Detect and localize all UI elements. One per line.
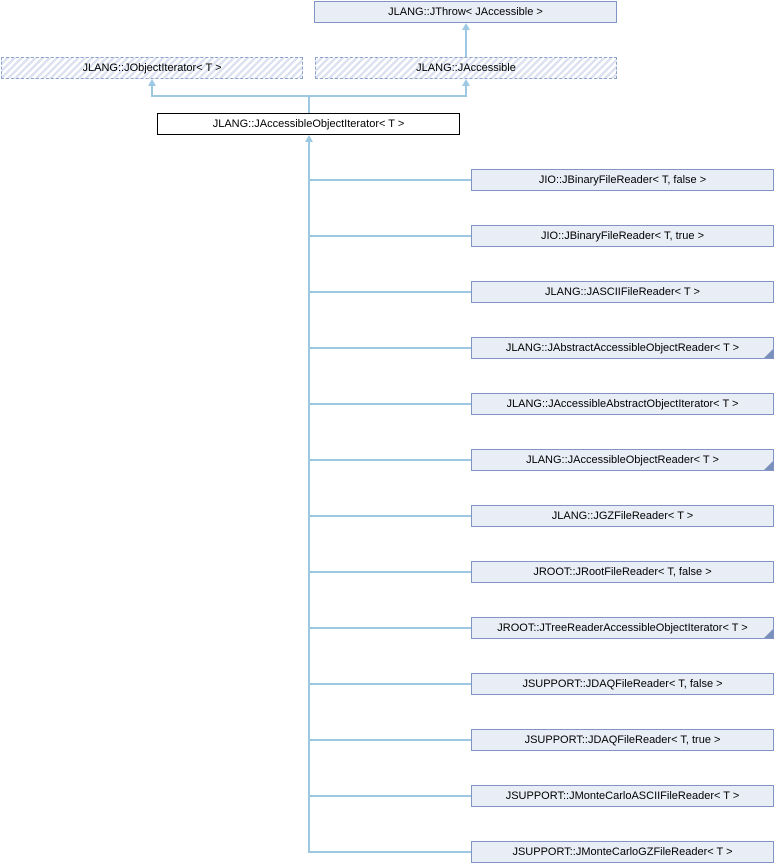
arrowhead-jaccessible-to-jthrow xyxy=(462,23,470,30)
inheritance-branch-line xyxy=(308,571,472,573)
inheritance-branch-line xyxy=(308,459,472,461)
arrowhead-derived-to-current xyxy=(305,135,313,142)
edge-current-top-stub xyxy=(308,95,310,113)
derived-class-label: JLANG::JASCIIFileReader< T > xyxy=(545,286,700,298)
arrowhead-to-jobjectiterator xyxy=(148,79,156,86)
derived-class-node[interactable]: JLANG::JAbstractAccessibleObjectReader< … xyxy=(471,337,774,359)
node-jobjectiterator[interactable]: JLANG::JObjectIterator< T > xyxy=(1,57,303,79)
derived-class-node[interactable]: JLANG::JASCIIFileReader< T > xyxy=(471,281,774,303)
derived-class-label: JLANG::JAccessibleAbstractObjectIterator… xyxy=(506,398,739,410)
derived-class-label: JSUPPORT::JMonteCarloASCIIFileReader< T … xyxy=(505,790,740,802)
derived-class-label: JLANG::JAccessibleObjectReader< T > xyxy=(526,454,719,466)
edge-to-jobjectiterator xyxy=(151,85,153,96)
arrowhead-to-jaccessible xyxy=(462,79,470,86)
derived-class-label: JSUPPORT::JMonteCarloGZFileReader< T > xyxy=(512,846,733,858)
node-jthrow[interactable]: JLANG::JThrow< JAccessible > xyxy=(314,1,617,23)
edge-jaccessible-to-jthrow xyxy=(465,29,467,57)
derived-class-node[interactable]: JIO::JBinaryFileReader< T, false > xyxy=(471,169,774,191)
node-jaccessible-label: JLANG::JAccessible xyxy=(416,62,516,74)
derived-class-node[interactable]: JIO::JBinaryFileReader< T, true > xyxy=(471,225,774,247)
node-jthrow-label: JLANG::JThrow< JAccessible > xyxy=(388,6,543,18)
edge-derived-trunk xyxy=(308,141,310,853)
edge-to-jaccessible xyxy=(465,85,467,96)
derived-class-label: JSUPPORT::JDAQFileReader< T, false > xyxy=(522,678,723,690)
inheritance-branch-line xyxy=(308,627,472,629)
truncation-marker xyxy=(764,461,773,470)
inheritance-branch-line xyxy=(308,291,472,293)
derived-class-label: JROOT::JRootFileReader< T, false > xyxy=(533,566,712,578)
derived-class-node[interactable]: JROOT::JRootFileReader< T, false > xyxy=(471,561,774,583)
node-jobjectiterator-label: JLANG::JObjectIterator< T > xyxy=(82,62,222,74)
node-jaccessibleobjectiterator-label: JLANG::JAccessibleObjectIterator< T > xyxy=(212,118,405,130)
derived-class-label: JIO::JBinaryFileReader< T, true > xyxy=(540,230,705,242)
inheritance-branch-line xyxy=(308,739,472,741)
derived-class-label: JLANG::JGZFileReader< T > xyxy=(551,510,694,522)
inheritance-branch-line xyxy=(308,683,472,685)
derived-class-node[interactable]: JLANG::JAccessibleObjectReader< T > xyxy=(471,449,774,471)
truncation-marker xyxy=(764,629,773,638)
truncation-marker xyxy=(764,349,773,358)
derived-class-label: JLANG::JAbstractAccessibleObjectReader< … xyxy=(505,342,740,354)
node-jaccessibleobjectiterator-current: JLANG::JAccessibleObjectIterator< T > xyxy=(157,113,460,135)
node-jaccessible[interactable]: JLANG::JAccessible xyxy=(315,57,617,79)
derived-class-node[interactable]: JLANG::JGZFileReader< T > xyxy=(471,505,774,527)
derived-class-node[interactable]: JSUPPORT::JDAQFileReader< T, false > xyxy=(471,673,774,695)
derived-class-label: JSUPPORT::JDAQFileReader< T, true > xyxy=(524,734,721,746)
inheritance-branch-line xyxy=(308,795,472,797)
derived-class-node[interactable]: JSUPPORT::JMonteCarloGZFileReader< T > xyxy=(471,841,774,863)
inheritance-branch-line xyxy=(308,347,472,349)
derived-class-node[interactable]: JLANG::JAccessibleAbstractObjectIterator… xyxy=(471,393,774,415)
derived-class-label: JIO::JBinaryFileReader< T, false > xyxy=(538,174,707,186)
inheritance-branch-line xyxy=(308,515,472,517)
inheritance-branch-line xyxy=(308,235,472,237)
derived-class-node[interactable]: JROOT::JTreeReaderAccessibleObjectIterat… xyxy=(471,617,774,639)
derived-class-label: JROOT::JTreeReaderAccessibleObjectIterat… xyxy=(497,622,748,634)
inheritance-branch-line xyxy=(308,179,472,181)
inheritance-branch-line xyxy=(308,851,472,853)
inheritance-branch-line xyxy=(308,403,472,405)
derived-class-node[interactable]: JSUPPORT::JDAQFileReader< T, true > xyxy=(471,729,774,751)
derived-class-node[interactable]: JSUPPORT::JMonteCarloASCIIFileReader< T … xyxy=(471,785,774,807)
